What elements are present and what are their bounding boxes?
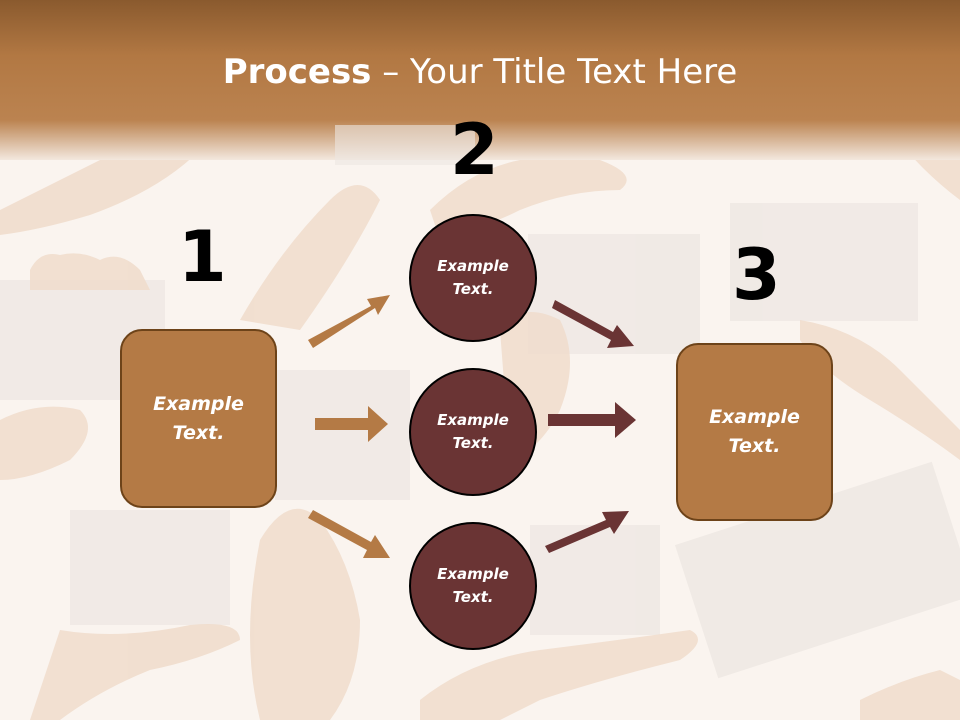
circle-bottom-line2: Text. [452,588,494,606]
title-rest: – Your Title Text Here [371,52,738,92]
step-number-3: 3 [732,234,781,316]
background-hands [0,130,960,720]
header-band [0,0,960,160]
circle-middle-line2: Text. [452,434,494,452]
arrow-circle3-to-box3 [545,511,629,553]
step1-box-line2: Text. [172,421,225,444]
slide-title: Process – Your Title Text Here [0,52,960,92]
arrow-box1-to-circle3 [308,510,390,558]
step3-box-line1: Example [709,406,800,428]
background-cards [0,203,960,679]
step2-circle-top: Example Text. [409,214,537,342]
arrow-box1-to-circle1 [308,295,390,348]
circle-top-line2: Text. [452,280,494,298]
step1-box: Example Text. [120,329,277,508]
circle-bottom-line1: Example [437,565,509,583]
arrow-circle2-to-box3 [548,402,636,438]
step2-circle-middle: Example Text. [409,368,537,496]
title-bold: Process [222,52,372,92]
arrow-circle1-to-box3 [552,300,634,348]
step3-box: Example Text. [676,343,833,521]
circle-top-line1: Example [437,257,509,275]
step2-circle-bottom: Example Text. [409,522,537,650]
step1-box-line1: Example [153,392,244,415]
circle-middle-line1: Example [437,411,509,429]
step3-box-line2: Text. [728,435,781,457]
arrow-box1-to-circle2 [315,406,388,442]
step-number-2: 2 [450,109,499,191]
step-number-1: 1 [178,216,227,298]
